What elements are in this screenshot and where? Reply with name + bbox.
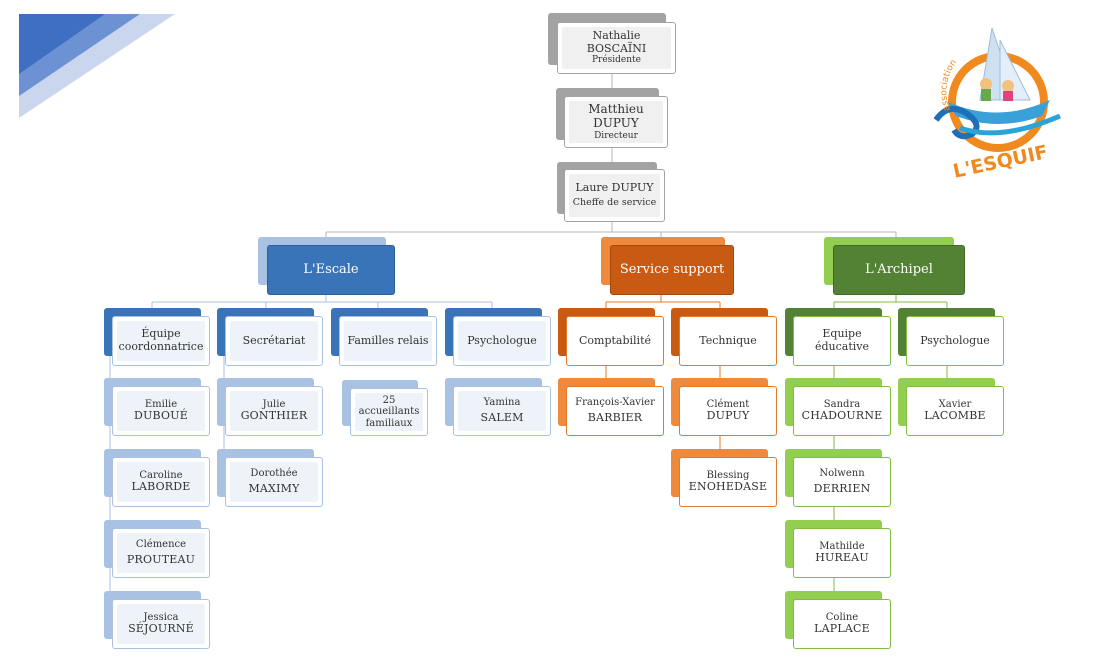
esquif-logo: association L'ESQUIF bbox=[933, 27, 1061, 180]
archipel-educ-line1: Equipe bbox=[822, 327, 862, 341]
person-clemence: Clémence PROUTEAU bbox=[104, 520, 211, 578]
person-last-name: GONTHIER bbox=[240, 409, 308, 423]
person-last-name: LABORDE bbox=[131, 480, 191, 494]
accueillants-box: 25 accueillants familiaux bbox=[342, 380, 428, 436]
accueillants-line2: accueillants bbox=[358, 406, 420, 418]
person-first-name: Yamina bbox=[483, 396, 521, 408]
support-technique-label: Technique bbox=[699, 333, 757, 347]
person-last-name: DERRIEN bbox=[813, 482, 871, 496]
group-support-label: Service support bbox=[619, 261, 725, 277]
escale-familles-box: Familles relais bbox=[331, 308, 438, 366]
person-blessing: Blessing ENOHEDASE bbox=[671, 449, 778, 507]
group-escale: L'Escale bbox=[258, 237, 396, 295]
person-first-name: Emilie bbox=[144, 398, 178, 410]
escale-coord-line1: Équipe bbox=[141, 327, 181, 341]
person-last-name: CHADOURNE bbox=[801, 409, 883, 423]
director-first-name: Matthieu bbox=[588, 102, 644, 117]
person-clement: Clément DUPUY bbox=[671, 378, 778, 436]
accueillants-count: 25 bbox=[382, 394, 396, 406]
escale-familles-label: Familles relais bbox=[347, 333, 429, 347]
archipel-educ-box: Equipe éducative bbox=[785, 308, 892, 366]
director-box: Matthieu DUPUY Directeur bbox=[556, 88, 668, 148]
person-last-name: HUREAU bbox=[815, 551, 869, 565]
support-comptabilite-label: Comptabilité bbox=[578, 333, 651, 347]
person-last-name: DUBOUÉ bbox=[134, 409, 188, 423]
person-emilie: Emilie DUBOUÉ bbox=[104, 378, 211, 436]
person-dorothee: Dorothée MAXIMY bbox=[217, 449, 324, 507]
person-mathilde: Mathilde HUREAU bbox=[785, 520, 892, 578]
president-first-name: Nathalie bbox=[592, 29, 641, 43]
director-role: Directeur bbox=[594, 130, 638, 141]
archipel-psychologue-label: Psychologue bbox=[920, 333, 990, 347]
president-box: Nathalie BOSCAÏNI Présidente bbox=[548, 13, 676, 74]
person-sandra: Sandra CHADOURNE bbox=[785, 378, 892, 436]
archipel-educ-line2: éducative bbox=[814, 340, 870, 353]
person-last-name: SÉJOURNÉ bbox=[128, 622, 194, 636]
person-last-name: MAXIMY bbox=[248, 482, 300, 496]
person-last-name: LAPLACE bbox=[814, 622, 870, 636]
person-first-name: Blessing bbox=[706, 469, 750, 481]
president-last-name: BOSCAÏNI bbox=[586, 41, 647, 55]
head-of-service-name: Laure DUPUY bbox=[575, 181, 654, 195]
person-first-name: Nolwenn bbox=[819, 467, 865, 479]
person-first-name: Caroline bbox=[139, 469, 183, 481]
corner-decoration bbox=[19, 14, 175, 118]
escale-secretariat-label: Secrétariat bbox=[242, 333, 306, 347]
person-last-name: ENOHEDASE bbox=[688, 480, 768, 494]
person-caroline: Caroline LABORDE bbox=[104, 449, 211, 507]
escale-psychologue-box: Psychologue bbox=[445, 308, 552, 366]
archipel-psychologue-box: Psychologue bbox=[898, 308, 1005, 366]
escale-secretariat-box: Secrétariat bbox=[217, 308, 324, 366]
person-francois: François-Xavier BARBIER bbox=[558, 378, 665, 436]
escale-psychologue-label: Psychologue bbox=[467, 333, 537, 347]
person-first-name: Xavier bbox=[938, 398, 972, 410]
head-of-service-role: Cheffe de service bbox=[572, 196, 657, 208]
person-xavier: Xavier LACOMBE bbox=[898, 378, 1005, 436]
person-first-name: Dorothée bbox=[250, 467, 298, 479]
accueillants-line3: familiaux bbox=[365, 417, 413, 429]
escale-coord-line2: coordonnatrice bbox=[118, 340, 204, 353]
person-coline: Coline LAPLACE bbox=[785, 591, 892, 649]
group-escale-label: L'Escale bbox=[303, 261, 359, 277]
person-first-name: Sandra bbox=[823, 398, 861, 410]
person-first-name: Jessica bbox=[143, 611, 179, 623]
person-first-name: Julie bbox=[262, 398, 286, 410]
person-first-name: François-Xavier bbox=[575, 396, 655, 408]
person-last-name: LACOMBE bbox=[924, 409, 986, 423]
person-julie: Julie GONTHIER bbox=[217, 378, 324, 436]
president-role: Présidente bbox=[591, 55, 641, 66]
director-last-name: DUPUY bbox=[593, 115, 639, 130]
person-last-name: SALEM bbox=[480, 411, 524, 425]
group-archipel: L'Archipel bbox=[824, 237, 966, 295]
person-first-name: Clément bbox=[706, 398, 750, 410]
group-support: Service support bbox=[601, 237, 735, 295]
person-first-name: Clémence bbox=[135, 538, 187, 550]
person-yamina: Yamina SALEM bbox=[445, 378, 552, 436]
support-comptabilite-box: Comptabilité bbox=[558, 308, 665, 366]
support-technique-box: Technique bbox=[671, 308, 778, 366]
group-archipel-label: L'Archipel bbox=[865, 261, 933, 277]
person-nolwenn: Nolwenn DERRIEN bbox=[785, 449, 892, 507]
person-jessica: Jessica SÉJOURNÉ bbox=[104, 591, 211, 649]
head-of-service-box: Laure DUPUY Cheffe de service bbox=[557, 162, 665, 222]
escale-coord-box: Équipe coordonnatrice bbox=[104, 308, 211, 366]
person-last-name: PROUTEAU bbox=[126, 553, 196, 567]
person-first-name: Coline bbox=[825, 611, 859, 623]
person-last-name: DUPUY bbox=[706, 409, 750, 423]
person-last-name: BARBIER bbox=[587, 411, 643, 425]
person-first-name: Mathilde bbox=[819, 540, 865, 552]
